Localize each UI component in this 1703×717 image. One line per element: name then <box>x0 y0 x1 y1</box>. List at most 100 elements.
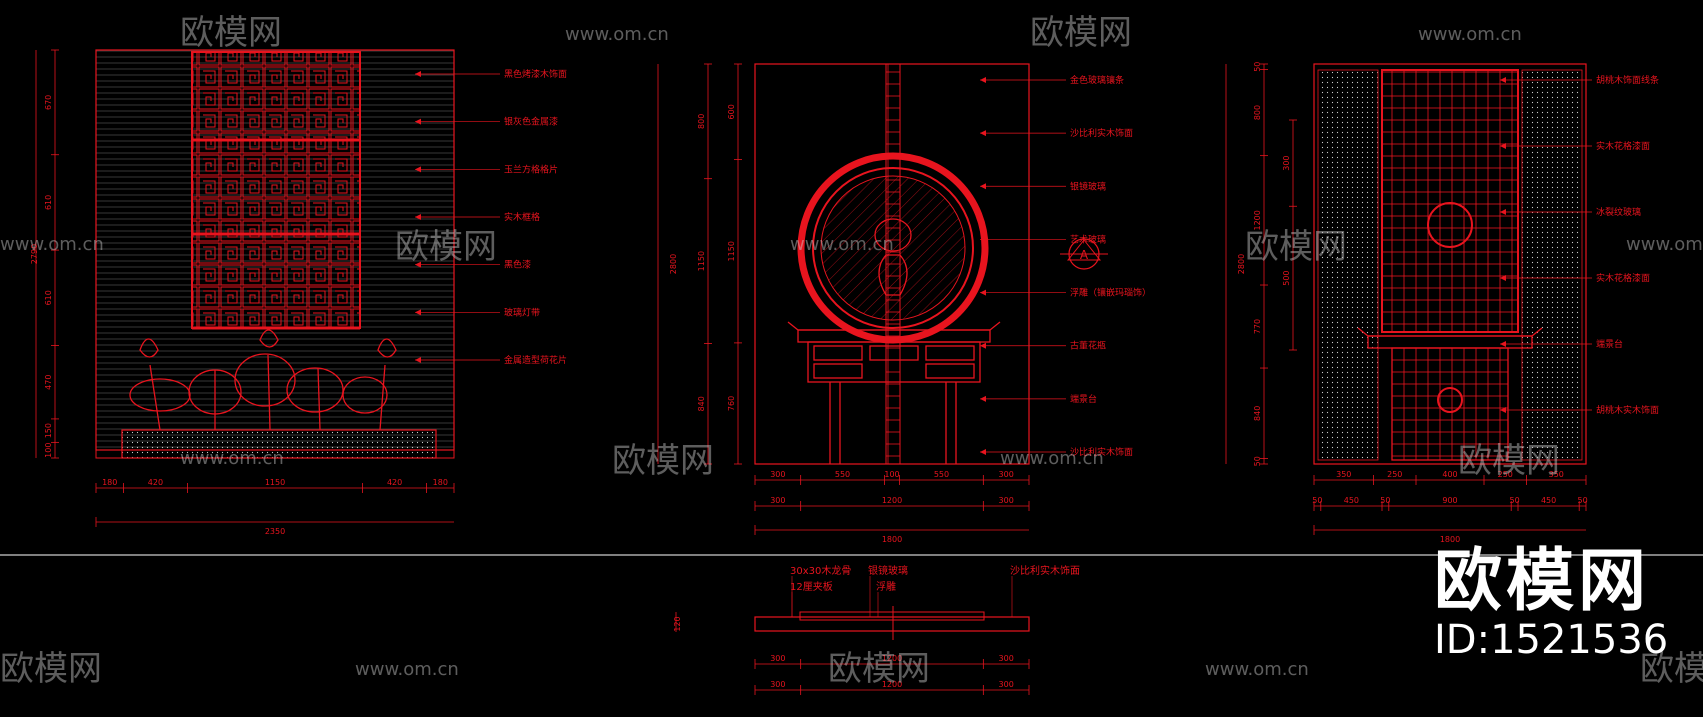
dimension-label: 760 <box>727 396 736 411</box>
planter-base <box>121 429 437 459</box>
total-dimension-label: 2350 <box>265 527 285 536</box>
round-mirror-ring <box>812 167 974 329</box>
lattice-screen <box>1381 69 1519 333</box>
section-callout-label: 浮雕 <box>876 580 896 593</box>
dimension-label: 500 <box>1282 270 1291 285</box>
callout-arrow <box>980 449 986 455</box>
callout-label: 冰裂纹玻璃 <box>1596 206 1641 218</box>
total-dimension-label: 2790 <box>30 244 39 264</box>
dimension-label: 300 <box>999 470 1014 479</box>
dimension-label: 50 <box>1380 496 1390 505</box>
callout-label: 金色玻璃镶条 <box>1070 74 1124 86</box>
floor-line <box>95 449 455 459</box>
section-callout-label: 银镜玻璃 <box>868 564 908 577</box>
watermark-brand: 欧模网 <box>1030 13 1132 53</box>
round-mirror-frame <box>797 152 989 344</box>
watermark-layer: 欧模网 www.om.cn 欧模网 www.om.cn www.om.cn 欧模… <box>0 13 1703 689</box>
watermark-brand: 欧模网 <box>612 441 714 481</box>
section-marker-label: A <box>1080 248 1089 262</box>
dimension-label: 300 <box>1282 155 1291 170</box>
dimension-label: 1150 <box>697 251 706 271</box>
total-dimension-label: 1800 <box>1440 535 1460 544</box>
watermark-url: www.om.cn <box>1205 659 1309 680</box>
elevation-a-fret-screen <box>191 51 361 329</box>
callout-arrow <box>415 71 421 77</box>
callout-label: 玻璃灯带 <box>504 306 540 318</box>
dimension-label: 50 <box>1578 496 1588 505</box>
lattice-medallion <box>1427 202 1473 248</box>
callout-arrow <box>1500 77 1506 83</box>
crackle-glass-left <box>1317 69 1379 461</box>
callout-arrow <box>415 118 421 125</box>
callout-label: 黑色烤漆木饰面 <box>504 68 567 80</box>
dimension-label: 1150 <box>727 241 736 261</box>
dimension-label: 50 <box>1253 456 1262 466</box>
callout-arrow <box>415 357 421 363</box>
dimension-label: 250 <box>1498 470 1513 479</box>
elevation-c <box>1313 63 1587 465</box>
dimension-label: 550 <box>835 470 850 479</box>
section-callout-label: 30x30木龙骨 <box>790 564 851 577</box>
watermark-url: www.om.cn <box>1626 234 1703 255</box>
callout-layer: 黑色烤漆木饰面银灰色金属漆玉兰方格格片实木框格黑色漆玻璃灯带金属造型荷花片金色玻… <box>415 68 1659 458</box>
callout-arrow <box>980 130 986 137</box>
dimension-label: 180 <box>433 478 448 487</box>
callout-label: 金属造型荷花片 <box>504 354 567 366</box>
crackle-glass-right <box>1521 69 1583 461</box>
model-id: ID:1521536 <box>1434 617 1669 663</box>
watermark-brand: 欧模网 <box>1458 441 1560 481</box>
callout-arrow <box>415 214 421 220</box>
callout-arrow <box>415 309 421 316</box>
watermark-brand: 欧模网 <box>0 649 102 689</box>
dimension-label: 300 <box>999 654 1014 663</box>
total-dimension-label: 1800 <box>882 535 902 544</box>
dimension-label: 1200 <box>882 654 902 663</box>
watermark-brand: 欧模网 <box>395 227 497 267</box>
callout-label: 胡桃木实木饰面 <box>1596 404 1659 416</box>
dimension-label: 300 <box>999 680 1014 689</box>
dimension-label: 1200 <box>1253 210 1262 230</box>
callout-arrow <box>980 289 986 296</box>
total-dimension-label: 2800 <box>1237 254 1246 274</box>
dimension-label: 180 <box>102 478 117 487</box>
callout-label: 实木花格漆面 <box>1596 140 1650 152</box>
callout-label: 实木花格漆面 <box>1596 272 1650 284</box>
watermark-brand: 欧模网 <box>1640 649 1703 689</box>
callout-label: 玉兰方格格片 <box>504 163 558 175</box>
dimension-label: 250 <box>1387 470 1402 479</box>
watermark-brand: 欧模网 <box>828 649 930 689</box>
section-marker <box>1060 238 1108 270</box>
callout-label: 古董花瓶 <box>1070 340 1106 352</box>
callout-label: 端景台 <box>1070 393 1097 405</box>
callout-arrow <box>415 261 421 268</box>
watermark-url: www.om.cn <box>1000 448 1104 469</box>
dimension-label: 800 <box>1253 105 1262 120</box>
dimension-label: 470 <box>44 375 53 390</box>
console-table <box>787 321 1001 464</box>
dimension-label: 610 <box>44 290 53 305</box>
dimension-label: 420 <box>387 478 402 487</box>
callout-arrow <box>980 77 986 83</box>
dimension-label: 1200 <box>882 680 902 689</box>
section-callout-label: 12厘夹板 <box>790 580 833 593</box>
callout-label: 实木框格 <box>504 211 540 223</box>
callout-arrow <box>1500 143 1506 149</box>
watermark-url: www.om.cn <box>790 234 894 255</box>
callout-arrow <box>1500 275 1506 281</box>
dimension-label: 1200 <box>882 496 902 505</box>
brand-logo-text: 欧模网 <box>1434 542 1651 621</box>
watermark-url: www.om.cn <box>1418 24 1522 45</box>
callout-arrow <box>415 166 421 173</box>
callout-label: 浮雕（镶嵌玛瑙饰） <box>1070 287 1151 299</box>
dimension-label: 100 <box>44 443 53 458</box>
dimension-label: 150 <box>44 423 53 438</box>
antique-vase <box>874 218 912 296</box>
dimension-label: 600 <box>727 104 736 119</box>
callout-label: 艺术玻璃 <box>1070 233 1106 245</box>
section-inset <box>799 611 985 621</box>
elevation-a <box>95 49 455 459</box>
watermark-brand: 欧模网 <box>180 13 282 53</box>
